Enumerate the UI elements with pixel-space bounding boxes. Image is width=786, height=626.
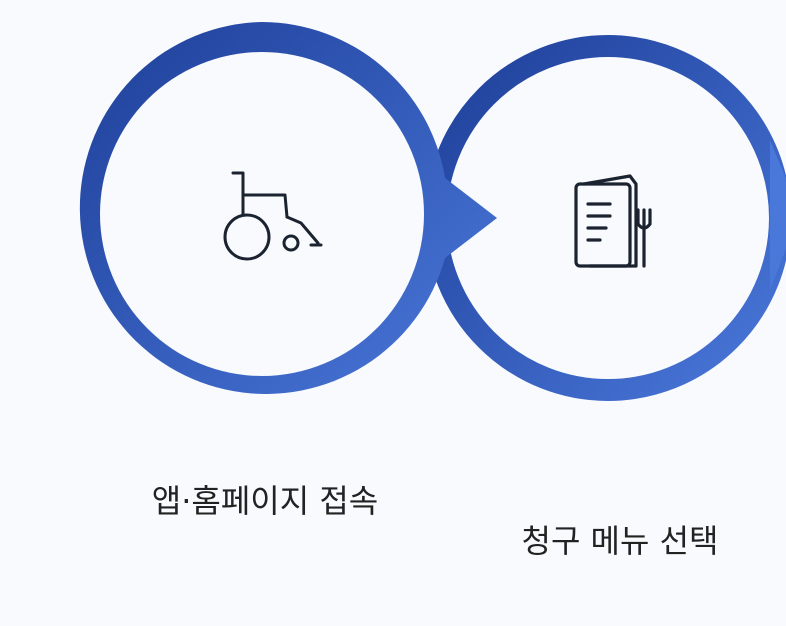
wheelchair-icon xyxy=(223,171,323,261)
step-label-app-homepage: 앱·홈페이지 접속 xyxy=(151,482,379,520)
menu-book-fork-icon xyxy=(574,174,652,268)
step-ring-1 xyxy=(79,22,497,394)
step-label-claim-menu: 청구 메뉴 선택 xyxy=(521,522,719,560)
